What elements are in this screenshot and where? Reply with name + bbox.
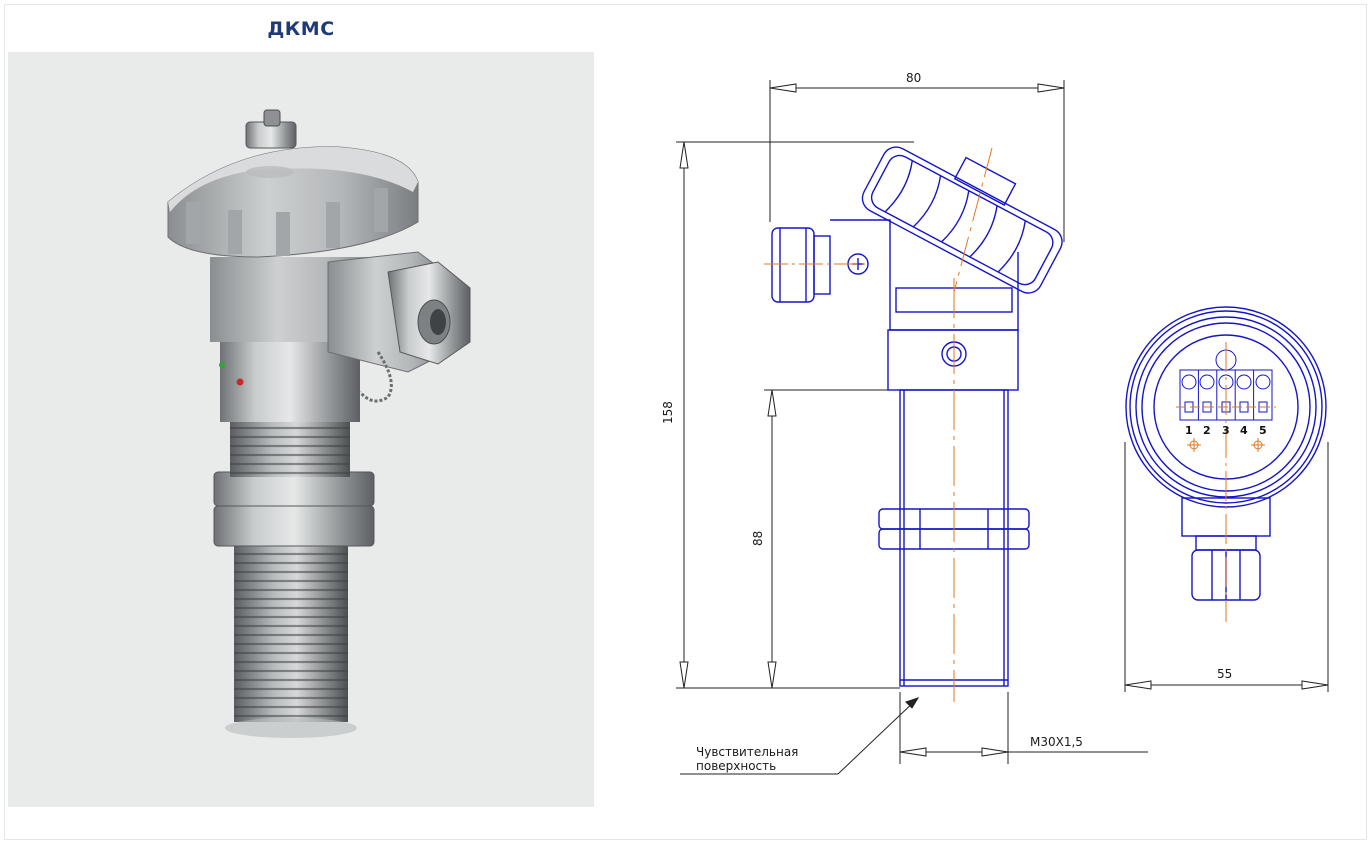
dimension-tube-label: 88 [751, 531, 765, 546]
callout-line-2: поверхность [696, 759, 776, 773]
terminal-label: 5 [1259, 424, 1267, 437]
dimension-width-label: 80 [906, 71, 921, 85]
callout-line-1: Чувствительная [696, 745, 798, 759]
terminal-label: 1 [1185, 424, 1193, 437]
dimension-height-label: 158 [661, 401, 675, 424]
terminal-label: 2 [1203, 424, 1211, 437]
title-strip [8, 8, 594, 52]
terminal-label: 4 [1240, 424, 1248, 437]
terminal-label: 3 [1222, 424, 1230, 437]
thread-label: M30X1,5 [1030, 735, 1083, 749]
dimension-diameter-label: 55 [1217, 667, 1232, 681]
product-photo [8, 52, 594, 807]
product-title: ДКМС [267, 18, 335, 40]
technical-drawing: 80 158 88 55 M30X1,5 Чувствительная пове… [600, 52, 1360, 812]
